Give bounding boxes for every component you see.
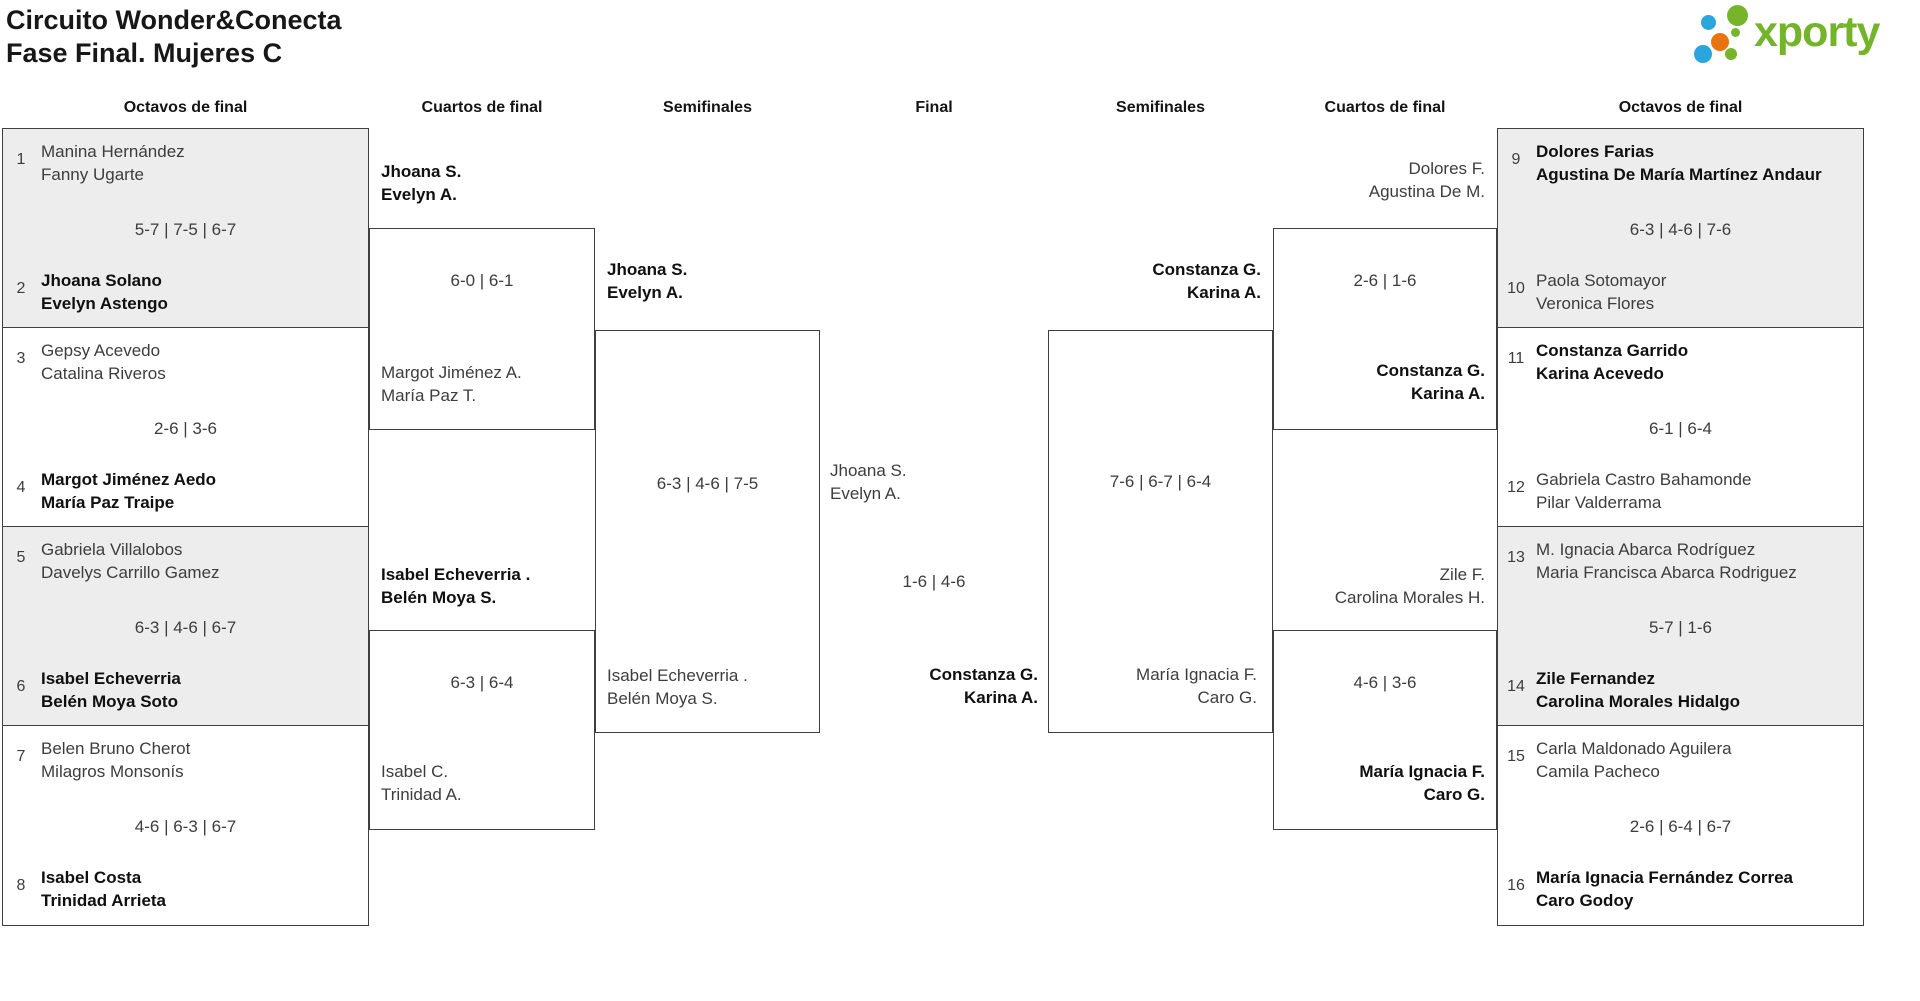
seed-number: 12 — [1507, 479, 1525, 496]
seed-number: 11 — [1507, 350, 1525, 367]
logo-dot-green-tiny-icon — [1725, 48, 1737, 60]
match-score: 6-0 | 6-1 — [450, 271, 514, 290]
round-header-right-semifinales: Semifinales — [1116, 99, 1205, 116]
seed-number: 8 — [16, 877, 26, 894]
page-title: Circuito Wonder&Conecta Fase Final. Muje… — [6, 4, 342, 70]
team-label-winner: Jhoana S.Evelyn A. — [607, 260, 688, 302]
seed-number: 3 — [16, 350, 26, 367]
round-header-left-octavos: Octavos de final — [123, 99, 248, 116]
match-score: 6-3 | 4-6 | 6-7 — [134, 618, 237, 637]
match-score: 7-6 | 6-7 | 6-4 — [1109, 472, 1212, 491]
logo-dot-green-icon — [1727, 5, 1748, 26]
round-header-left-semifinales: Semifinales — [663, 99, 752, 116]
seed-number: 13 — [1507, 549, 1525, 566]
xporty-logo[interactable]: xporty — [1692, 2, 1914, 64]
match-score: 6-3 | 4-6 | 7-6 — [1629, 220, 1732, 239]
round-header-right-octavos: Octavos de final — [1618, 99, 1743, 116]
team-label-winner: Constanza G.Karina A. — [929, 665, 1038, 707]
team-label: Isabel Echeverria .Belén Moya S. — [607, 666, 748, 708]
round-header-right-cuartos: Cuartos de final — [1324, 99, 1446, 116]
match-score: 2-6 | 6-4 | 6-7 — [1629, 817, 1732, 836]
logo-dot-orange-icon — [1711, 33, 1729, 51]
match-box-qf-left-2 — [369, 630, 595, 830]
team-label-winner: Constanza G.Karina A. — [1152, 260, 1261, 302]
match-box-qf-right-1 — [1273, 228, 1497, 430]
match-score: 6-1 | 6-4 — [1648, 419, 1712, 438]
team-label: Margot Jiménez A.María Paz T. — [381, 363, 522, 405]
team-label: Dolores F.Agustina De M. — [1368, 159, 1485, 201]
team-label-winner: Jhoana S.Evelyn A. — [381, 162, 462, 204]
match-box-qf-right-2 — [1273, 630, 1497, 830]
team-label: Jhoana S.Evelyn A. — [830, 461, 907, 503]
seed-number: 5 — [16, 549, 26, 566]
seed-number: 7 — [16, 748, 26, 765]
logo-brand-text: xporty — [1754, 8, 1880, 56]
match-score: 2-6 | 1-6 — [1353, 271, 1417, 290]
match-score: 4-6 | 6-3 | 6-7 — [134, 817, 237, 836]
seed-number: 15 — [1507, 748, 1525, 765]
team-label: Isabel C.Trinidad A. — [381, 762, 462, 804]
logo-dot-green-small-icon — [1731, 28, 1740, 37]
seed-number: 14 — [1507, 678, 1525, 695]
team-label: Zile F.Carolina Morales H. — [1334, 565, 1485, 607]
seed-number: 16 — [1507, 877, 1525, 894]
match-score: 4-6 | 3-6 — [1353, 673, 1417, 692]
round-header-left-cuartos: Cuartos de final — [421, 99, 543, 116]
team-label-winner: Constanza G.Karina A. — [1376, 361, 1485, 403]
seed-number: 6 — [16, 678, 26, 695]
seed-number: 1 — [16, 151, 26, 168]
match-box-sf-right — [1048, 330, 1273, 733]
match-box-qf-left-1 — [369, 228, 595, 430]
match-score: 5-7 | 7-5 | 6-7 — [134, 220, 237, 239]
match-score: 1-6 | 4-6 — [902, 572, 966, 591]
match-score: 2-6 | 3-6 — [153, 419, 217, 438]
team-label: María Ignacia F.Caro G. — [1136, 665, 1257, 707]
match-box-sf-left — [595, 330, 820, 733]
team-label-winner: María Ignacia F.Caro G. — [1359, 762, 1485, 804]
round-header-final: Final — [915, 99, 953, 116]
title-line-1: Circuito Wonder&Conecta — [6, 5, 342, 35]
title-line-2: Fase Final. Mujeres C — [6, 38, 283, 68]
logo-dot-blue-big-icon — [1694, 45, 1712, 63]
seed-number: 9 — [1511, 151, 1521, 168]
match-score: 6-3 | 6-4 — [450, 673, 514, 692]
seed-number: 4 — [16, 479, 26, 496]
logo-dot-blue-icon — [1701, 15, 1716, 30]
seed-number: 2 — [16, 280, 26, 297]
seed-number: 10 — [1507, 280, 1525, 297]
team-label-winner: Isabel Echeverria .Belén Moya S. — [381, 565, 531, 607]
match-score: 6-3 | 4-6 | 7-5 — [656, 474, 759, 493]
match-score: 5-7 | 1-6 — [1648, 618, 1712, 637]
